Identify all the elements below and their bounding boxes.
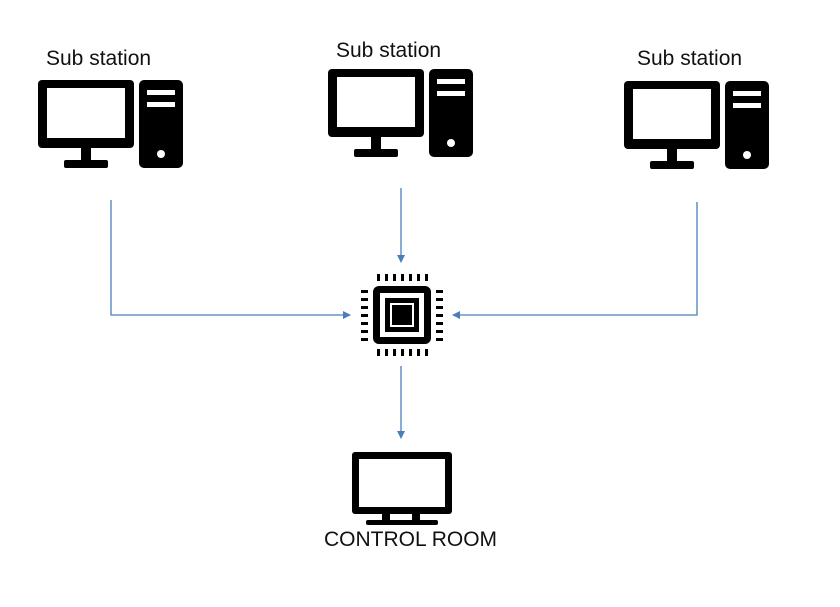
desktop-computer-icon xyxy=(328,69,473,157)
cpu-chip-icon xyxy=(361,274,443,356)
edge-right-to-processor xyxy=(452,202,698,319)
desktop-computer-icon xyxy=(38,80,183,168)
substation-label: Sub station xyxy=(336,39,442,62)
control-room-label: CONTROL ROOM xyxy=(324,528,498,551)
connectors xyxy=(110,188,698,439)
monitor-icon xyxy=(352,452,452,525)
substation-label: Sub station xyxy=(637,47,743,70)
desktop-computer-icon xyxy=(624,81,769,169)
edge-left-to-processor xyxy=(110,200,351,319)
substation-label: Sub station xyxy=(46,47,152,70)
